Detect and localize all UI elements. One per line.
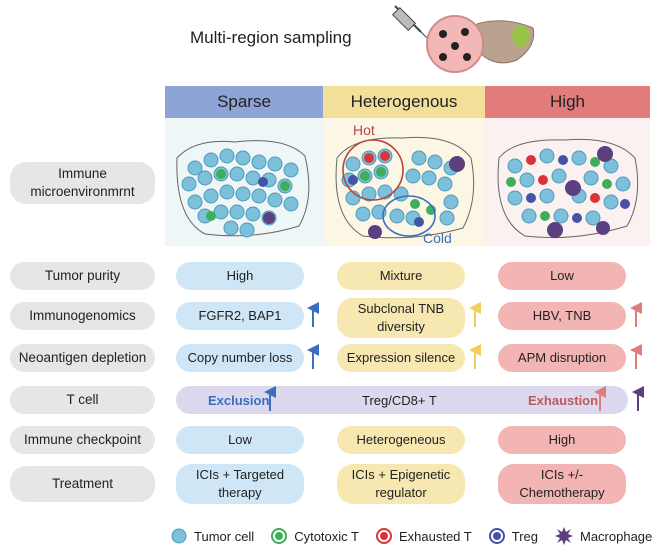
immunogenomics-high: HBV, TNB: [498, 302, 626, 330]
legend-item-exhausted-t: Exhausted T: [375, 527, 472, 545]
t-cell-bar: [176, 386, 628, 414]
treg-icon: [488, 528, 505, 544]
tumor-purity-high: Low: [498, 262, 626, 290]
tumor-purity-sparse: High: [176, 262, 304, 290]
neoantigen-high: APM disruption: [498, 344, 626, 372]
panel-high: [485, 118, 650, 246]
hot-region-label: Hot: [353, 122, 375, 138]
macrophage-icon: [555, 527, 573, 545]
row-label-immunogenomics: Immunogenomics: [10, 302, 155, 330]
neoantigen-heterogenous: Expression silence: [337, 344, 465, 372]
legend-item-treg: Treg: [488, 527, 538, 545]
row-label-immune-checkpoint: Immune checkpoint: [10, 426, 155, 454]
cold-region-label: Cold: [423, 230, 452, 246]
column-header-heterogenous: Heterogenous: [323, 86, 485, 118]
high-tumor-illustration: [497, 138, 639, 239]
legend: Tumor cell Cytotoxic T Exhausted T Treg …: [170, 526, 652, 546]
legend-label: Cytotoxic T: [294, 528, 359, 544]
sampling-illustration: [391, 5, 535, 73]
t-cell-heterogenous: Treg/CD8+ T: [362, 393, 437, 408]
row-label-immune-microenvironment: Immune microenvironmrnt: [10, 162, 155, 204]
treatment-high: ICIs +/- Chemotherapy: [498, 464, 626, 504]
legend-label: Tumor cell: [194, 528, 255, 544]
diagram-title: Multi-region sampling: [190, 28, 352, 47]
exhausted-t-icon: [375, 528, 392, 544]
checkpoint-high: High: [498, 426, 626, 454]
neoantigen-sparse: Copy number loss: [176, 344, 304, 372]
immunogenomics-heterogenous: Subclonal TNB diversity: [337, 298, 465, 338]
immunogenomics-sparse: FGFR2, BAP1: [176, 302, 304, 330]
syringe-icon: [391, 5, 432, 43]
sparse-tumor-illustration: [176, 140, 310, 238]
row-label-treatment: Treatment: [10, 466, 155, 502]
column-header-high: High: [485, 86, 650, 118]
checkpoint-heterogenous: Heterogeneous: [337, 426, 465, 454]
t-cell-sparse: Exclusion: [208, 393, 270, 408]
t-cell-high: Exhaustion: [528, 393, 599, 408]
legend-item-cytotoxic-t: Cytotoxic T: [270, 527, 359, 545]
tumor-sample-icon: [426, 15, 484, 73]
legend-label: Macrophage: [580, 528, 653, 544]
legend-item-macrophage: Macrophage: [554, 526, 652, 546]
heterogenous-tumor-illustration: [335, 136, 475, 239]
tumor-cell-icon: [171, 528, 187, 544]
legend-item-tumor-cell: Tumor cell: [170, 527, 254, 545]
cytotoxic-t-icon: [271, 528, 288, 544]
legend-label: Treg: [511, 528, 538, 544]
legend-label: Exhausted T: [398, 528, 472, 544]
treatment-sparse: ICIs + Targeted therapy: [176, 464, 304, 504]
checkpoint-sparse: Low: [176, 426, 304, 454]
panel-sparse: [165, 118, 323, 246]
row-label-tumor-purity: Tumor purity: [10, 262, 155, 290]
row-label-t-cell: T cell: [10, 386, 155, 414]
panel-heterogenous: Hot Cold: [323, 118, 485, 246]
tumor-purity-heterogenous: Mixture: [337, 262, 465, 290]
column-header-sparse: Sparse: [165, 86, 323, 118]
row-label-neoantigen-depletion: Neoantigen depletion: [10, 344, 155, 372]
treatment-heterogenous: ICIs + Epigenetic regulator: [337, 464, 465, 504]
